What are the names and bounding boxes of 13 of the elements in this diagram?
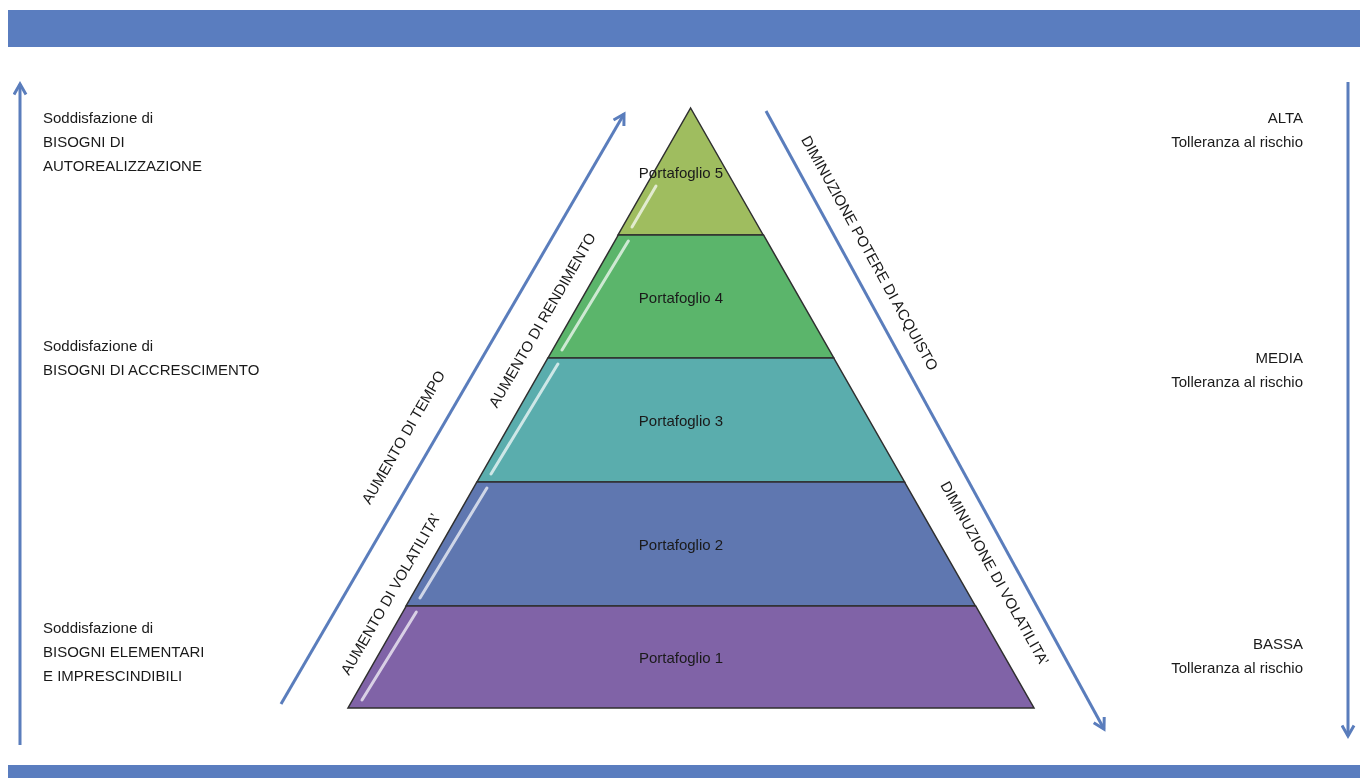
tier-label: Portafoglio 1	[638, 648, 724, 666]
tolerance-label: Tolleranza al rischio	[1171, 658, 1303, 678]
tolerance-label: MEDIA	[1255, 348, 1303, 368]
tier-label: Portafoglio 4	[638, 288, 724, 305]
tolerance-label: ALTA	[1267, 108, 1303, 128]
tier-label: Portafoglio 2	[638, 535, 724, 553]
needs-label: Soddisfazione di BISOGNI DI AUTOREALIZZAZIONE	[43, 108, 203, 176]
tier-label: Portafoglio 3	[638, 411, 724, 429]
tolerance-label: Tolleranza al rischio	[1171, 372, 1303, 392]
tolerance-label: BASSA	[1252, 634, 1303, 654]
tolerance-label: Tolleranza al rischio	[1171, 132, 1303, 152]
needs-label: Soddisfazione di BISOGNI DI ACCRESCIMENTO	[43, 336, 261, 380]
needs-label: Soddisfazione di BISOGNI ELEMENTARI E IMPRESCINDIBILI	[43, 618, 206, 686]
